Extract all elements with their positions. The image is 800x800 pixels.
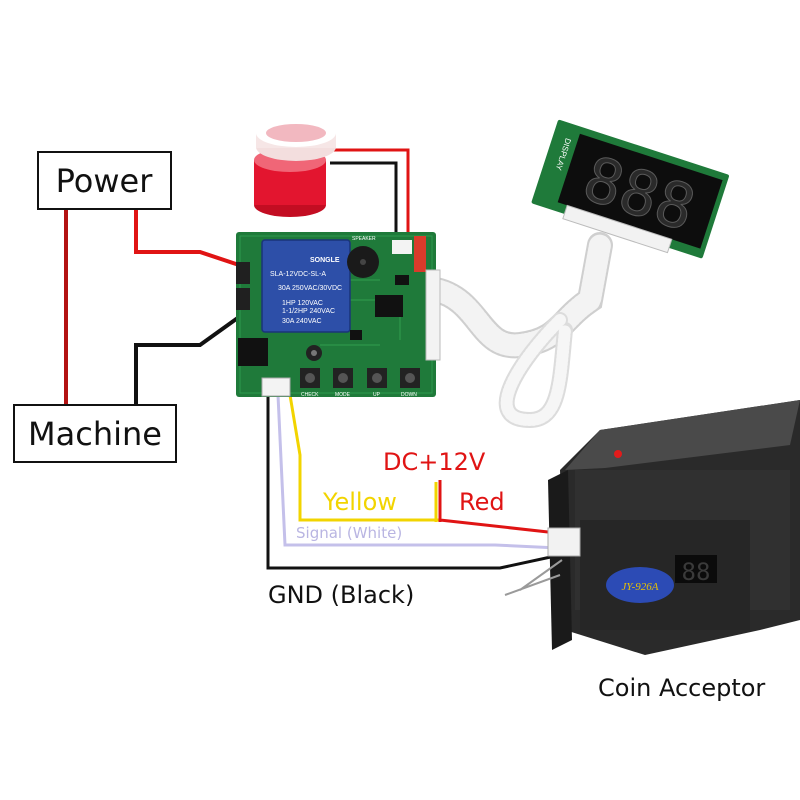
button-label-down: DOWN	[401, 392, 417, 398]
power-label: Power	[56, 162, 154, 200]
relay-line3: 1-1/2HP 240VAC	[282, 308, 335, 315]
coin-acceptor-label: Coin Acceptor	[598, 674, 765, 702]
power-red-wire	[134, 209, 249, 270]
button-label-check: CHECK	[301, 392, 319, 398]
relay: SONGLE SLA-12VDC-SL-A 30A 250VAC/30VDC 1…	[261, 239, 351, 333]
mcu-chip	[375, 295, 403, 317]
button-red-wire	[330, 148, 410, 243]
power-terminal	[236, 262, 250, 284]
coin-wire-connector	[547, 527, 581, 557]
red-label: Red	[459, 488, 505, 516]
board-buttons: CHECK MODE UP DOWN	[300, 368, 420, 398]
coin-display	[675, 555, 717, 583]
switch-connector	[414, 236, 426, 272]
relay-model: SLA-12VDC-SL-A	[270, 271, 326, 278]
dc-jack	[238, 338, 268, 366]
coin-acceptor-device: 88 JY-926A	[504, 400, 800, 655]
coin-connector	[261, 377, 291, 397]
machine-black-wire	[134, 310, 248, 405]
button-label-mode: MODE	[335, 392, 351, 398]
coin-led	[614, 450, 622, 458]
coin-display-digits: 88	[682, 558, 711, 586]
machine-box: Machine	[13, 404, 177, 463]
gnd-label: GND (Black)	[268, 581, 414, 609]
power-box: Power	[37, 151, 172, 210]
display-module: 888 DISPLAY	[531, 119, 729, 259]
dc12v-label: DC+12V	[383, 448, 486, 476]
relay-line4: 30A 240VAC	[282, 318, 322, 325]
small-chip	[395, 275, 409, 285]
arcade-button	[254, 119, 336, 217]
buzzer-label: SPEAKER	[352, 236, 376, 242]
display-connector	[562, 204, 673, 254]
button-black-wire	[330, 161, 398, 243]
button-label-up: UP	[373, 392, 381, 398]
relay-line2: 1HP 120VAC	[282, 300, 323, 307]
control-board: SONGLE SLA-12VDC-SL-A 30A 250VAC/30VDC 1…	[236, 232, 441, 398]
signal-white-wire	[276, 394, 559, 550]
relay-brand: SONGLE	[310, 257, 340, 264]
machine-label: Machine	[28, 415, 162, 453]
display-header	[425, 269, 441, 361]
coin-model: JY-926A	[621, 581, 658, 593]
signal-label: Signal (White)	[296, 524, 402, 542]
relay-line1: 30A 250VAC/30VDC	[278, 285, 342, 292]
coin-model-sticker	[606, 567, 674, 603]
yellow-label: Yellow	[322, 488, 397, 516]
gnd-black-wire	[266, 395, 561, 570]
